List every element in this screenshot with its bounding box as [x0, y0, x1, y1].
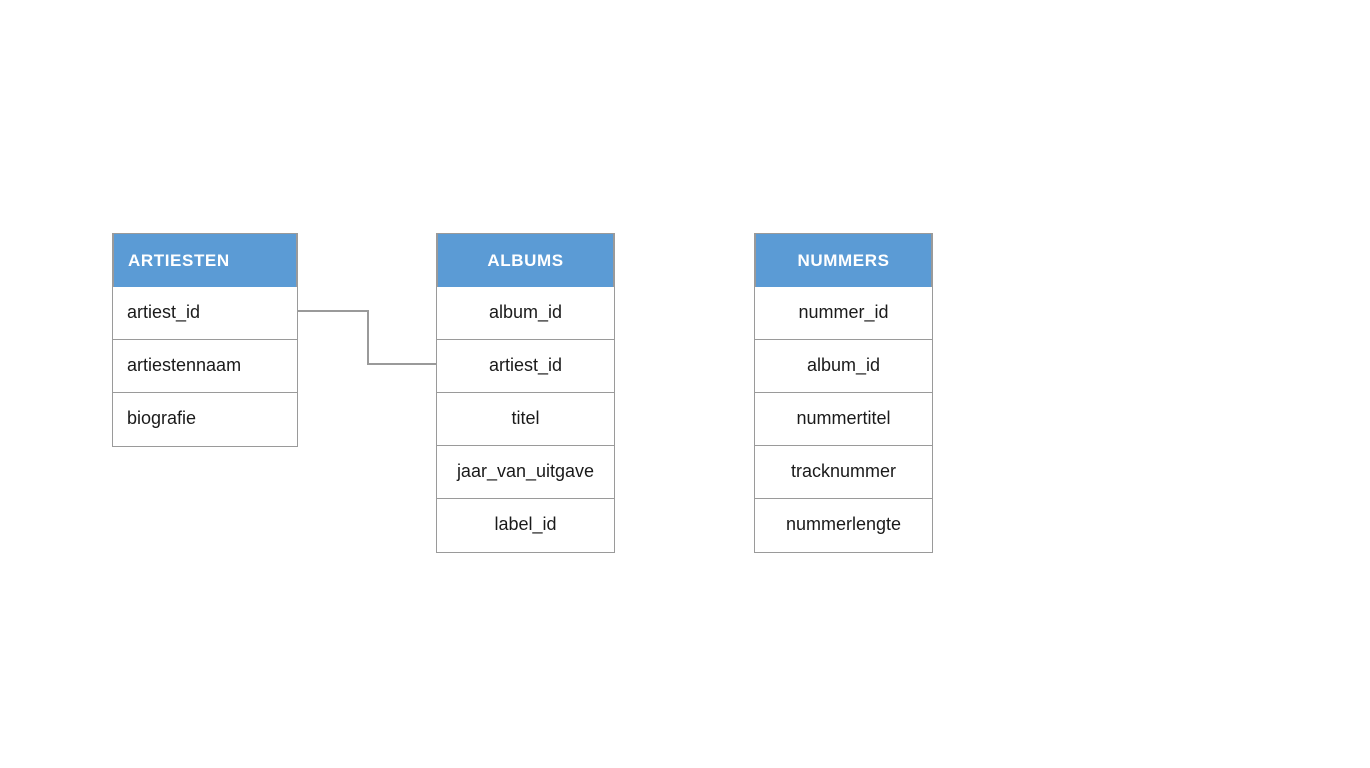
- attribute-row: biografie: [127, 408, 197, 428]
- attribute-row: nummerlengte: [785, 514, 902, 534]
- attribute-row: album_id: [755, 340, 932, 393]
- attribute-row: artiestennaam: [113, 340, 297, 393]
- attribute-row: nummer_id: [755, 287, 932, 340]
- entity-albums[interactable]: ALBUMS album_id artiest_id titel jaar_va…: [436, 233, 615, 553]
- connector-line-artiest-id: [298, 310, 436, 365]
- entity-title-albums: ALBUMS: [437, 233, 614, 287]
- entity-title-artiesten: ARTIESTEN: [113, 233, 297, 287]
- attribute-row: titel: [437, 393, 614, 446]
- attribute-row: tracknummer: [755, 446, 932, 499]
- entity-artiesten[interactable]: ARTIESTEN artiest_id artiestennaam biogr…: [112, 233, 298, 447]
- entity-title-nummers: NUMMERS: [755, 233, 932, 287]
- attribute-row: label_id: [494, 514, 557, 534]
- attribute-row: artiest_id: [113, 287, 297, 340]
- attribute-row: artiest_id: [437, 340, 614, 393]
- attribute-row: album_id: [437, 287, 614, 340]
- attribute-row: jaar_van_uitgave: [437, 446, 614, 499]
- attribute-row: nummertitel: [755, 393, 932, 446]
- entity-nummers[interactable]: NUMMERS nummer_id album_id nummertitel t…: [754, 233, 933, 553]
